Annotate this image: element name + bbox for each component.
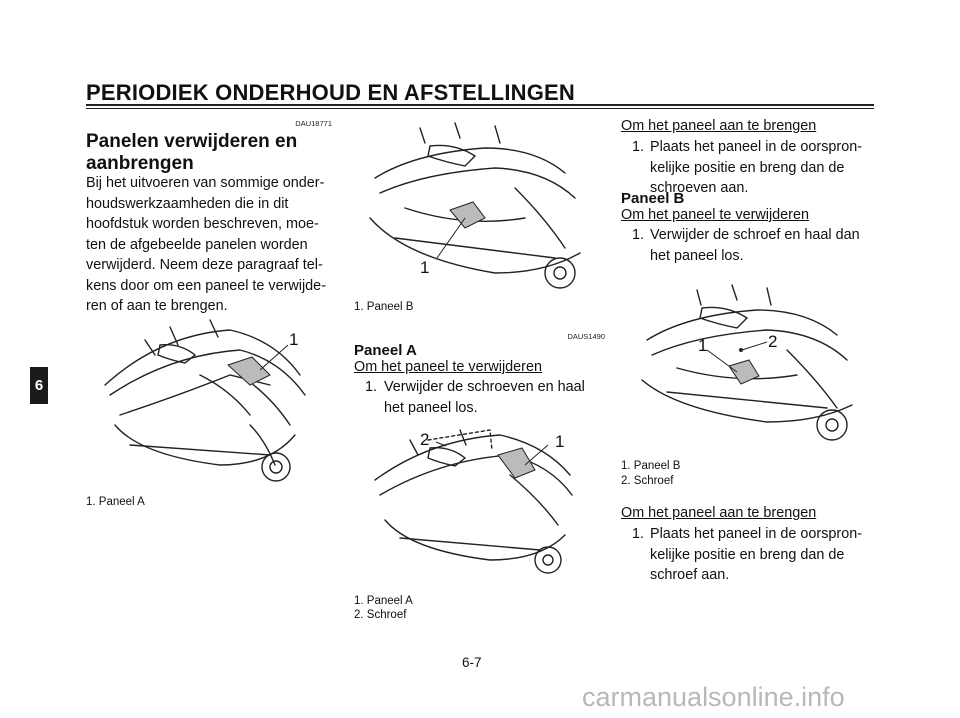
step-number: 1. (365, 379, 378, 395)
figure-callout-1: 1 (698, 336, 708, 355)
subsection-title: Om het paneel aan te brengen (621, 118, 817, 134)
step-line: Verwijder de schroeven en haal (384, 379, 585, 395)
step-number: 1. (632, 139, 645, 155)
step-line: Plaats het paneel in de oorspron- (650, 139, 863, 155)
section-code: DAU18771 (295, 119, 332, 128)
scooter-illustration-panel-a-screw (374, 429, 573, 574)
section-code: DAUS1490 (567, 332, 605, 341)
header-rule-thin (86, 108, 874, 109)
header-rule (86, 104, 874, 106)
step-text: Plaats het paneel in de oorspron- kelijk… (650, 524, 872, 586)
page-header-title: PERIODIEK ONDERHOUD EN AFSTELLINGEN (86, 80, 575, 105)
section-heading: Paneel A (354, 342, 417, 359)
intro-line: houdswerkzaamheden die in dit (86, 195, 289, 212)
subsection-title: Om het paneel te verwijderen (354, 359, 542, 375)
step-text: Verwijder de schroef en haal dan het pan… (650, 225, 872, 266)
figure-callout-1: 1 (555, 432, 565, 451)
figure-callout-2: 2 (768, 332, 778, 351)
step-line: kelijke positie en breng dan de (650, 546, 845, 563)
chapter-tab: 6 (30, 367, 48, 404)
step-line: Plaats het paneel in de oorspron- (650, 526, 863, 542)
intro-line: hoofdstuk worden beschreven, moe- (86, 216, 319, 232)
section-heading: Paneel B (621, 190, 685, 207)
figure-caption: 1. Paneel B (621, 460, 681, 472)
scooter-illustration-panel-a (104, 319, 306, 482)
subsection-title: Om het paneel aan te brengen (621, 505, 817, 521)
figure-caption: 2. Schroef (354, 609, 407, 621)
step-number: 1. (632, 526, 645, 542)
figure-callout-1: 1 (289, 330, 299, 349)
figure-caption: 1. Paneel B (354, 301, 414, 313)
step-line: het paneel los. (384, 399, 478, 416)
step-line: kelijke positie en breng dan de (650, 159, 845, 176)
step-line: het paneel los. (650, 247, 744, 264)
intro-line: verwijderd. Neem deze paragraaf tel- (86, 257, 323, 273)
intro-line: Bij het uitvoeren van sommige onder- (86, 175, 325, 191)
figure-caption: 2. Schroef (621, 475, 674, 487)
step-text: Plaats het paneel in de oorspron- kelijk… (650, 137, 872, 199)
watermark: carmanualsonline.info (582, 682, 845, 712)
scooter-illustration-panel-b-screw (641, 284, 853, 441)
section-title-line2: aanbrengen (86, 153, 194, 174)
intro-line: ten de afgebeelde panelen worden (86, 236, 308, 253)
section-title-line1: Panelen verwijderen en (86, 131, 298, 152)
intro-paragraph: Bij het uitvoeren van sommige onder- hou… (86, 173, 335, 317)
scooter-illustration-panel-b (369, 122, 581, 289)
figure-callout-1: 1 (420, 258, 430, 277)
step-text: Verwijder de schroeven en haal het panee… (384, 377, 606, 418)
figure-callout-2: 2 (420, 430, 430, 449)
subsection-title: Om het paneel te verwijderen (621, 207, 809, 223)
step-line: schroef aan. (650, 567, 730, 583)
step-number: 1. (632, 227, 645, 243)
step-line: schroeven aan. (650, 180, 749, 196)
page-number: 6-7 (462, 655, 482, 670)
intro-line: kens door om een paneel te verwijde- (86, 277, 326, 294)
figure-caption: 1. Paneel A (354, 595, 413, 607)
figure-caption: 1. Paneel A (86, 496, 145, 508)
step-line: Verwijder de schroef en haal dan (650, 227, 860, 243)
intro-line: ren of aan te brengen. (86, 298, 228, 314)
